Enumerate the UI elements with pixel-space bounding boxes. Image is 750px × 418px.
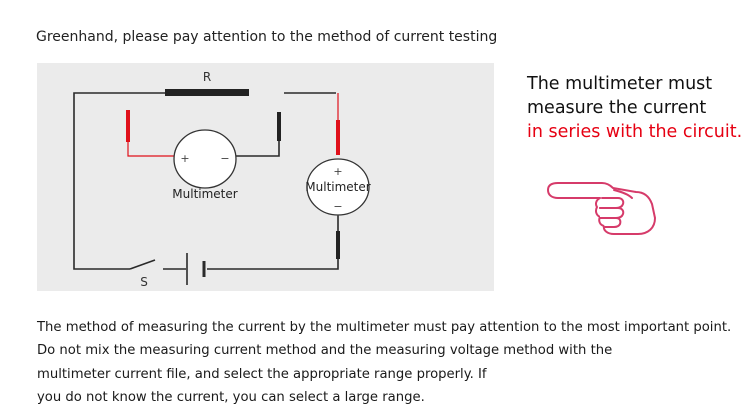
switch-label: S (140, 275, 148, 289)
description: The method of measuring the current by t… (37, 316, 731, 409)
multimeter-left (173, 129, 237, 189)
circuit-diagram: R + − Multimeter + Multimeter − S (73, 70, 371, 289)
wire-right (207, 216, 339, 270)
description-line-2: Do not mix the measuring current method … (37, 343, 613, 359)
multimeter-left-plus: + (180, 152, 189, 165)
multimeter-left-minus: − (220, 152, 229, 165)
resistor-label: R (203, 70, 211, 84)
circuit-diagram-panel: R + − Multimeter + Multimeter − S (37, 63, 494, 291)
multimeter-left-label: Multimeter (172, 187, 237, 201)
multimeter-right-minus: − (333, 200, 342, 213)
description-line-4: you do not know the current, you can sel… (37, 389, 425, 405)
multimeter-right-plus: + (333, 165, 342, 178)
multimeter-right-label: Multimeter (305, 180, 370, 194)
resistor (165, 89, 249, 96)
callout-line-3: in series with the circuit. (527, 122, 743, 142)
callout-line-1: The multimeter must (527, 74, 713, 94)
wire-left (73, 92, 167, 270)
pointing-hand-icon (547, 182, 656, 235)
switch-blade (129, 259, 156, 270)
wire-meter-left-positive (127, 142, 174, 157)
page-heading: Greenhand, please pay attention to the m… (36, 29, 498, 45)
description-line-3: multimeter current file, and select the … (37, 366, 487, 382)
callout-line-2: measure the current (527, 98, 707, 118)
callout-text: The multimeter must measure the current … (527, 72, 742, 144)
multimeter-right (306, 158, 370, 216)
wire-meter-left-negative (220, 141, 280, 157)
description-line-1: The method of measuring the current by t… (37, 320, 732, 335)
